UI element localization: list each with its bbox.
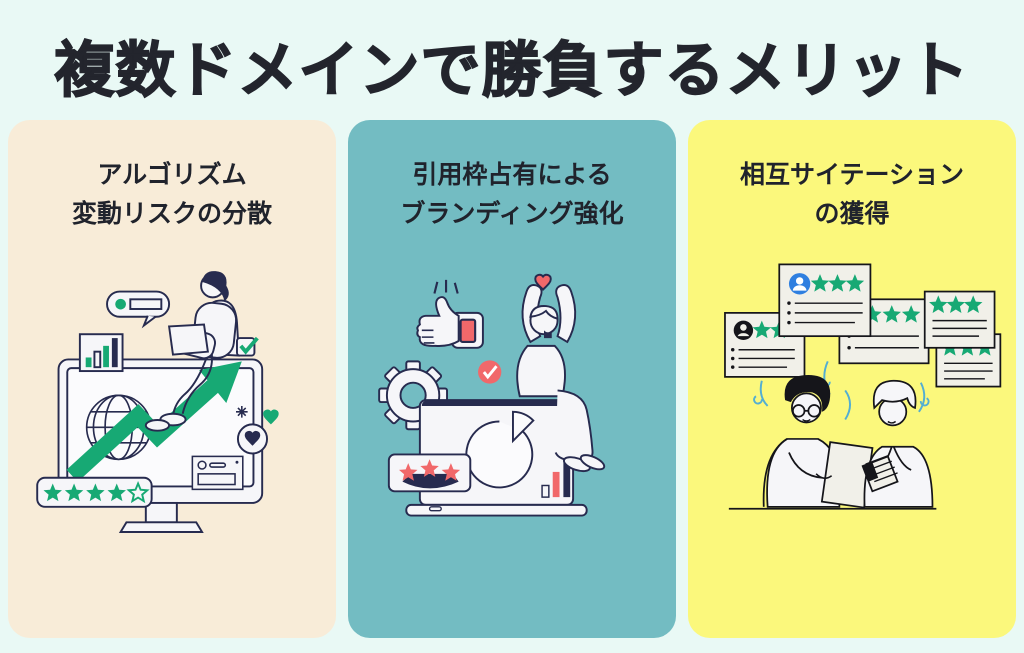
card-branding: 引用枠占有による ブランディング強化 <box>348 120 676 638</box>
person-illustration <box>516 273 606 472</box>
citation-illustration <box>724 263 1002 510</box>
reader-left <box>762 374 874 509</box>
speech-bubble-icon <box>106 290 171 328</box>
person-illustration <box>144 270 240 432</box>
glasses-icon <box>791 403 821 418</box>
small-heart-icon <box>263 409 279 424</box>
avatar-icon <box>788 272 811 294</box>
card-title: 相互サイテーション の獲得 <box>739 161 964 228</box>
pie-chart-icon <box>465 410 535 488</box>
screen-card-icon <box>191 455 244 490</box>
bar-chart-icon <box>78 332 124 372</box>
card-title: アルゴリズム 変動リスクの分散 <box>71 161 272 228</box>
reader-right <box>861 379 934 508</box>
card-title: 引用枠占有による ブランディング強化 <box>400 161 624 228</box>
branding-illustration <box>378 273 606 517</box>
book-icon <box>861 454 899 492</box>
card-algorithm-risk: アルゴリズム 変動リスクの分散 <box>8 120 336 638</box>
review-card <box>778 263 872 337</box>
checkbox-check-icon <box>236 336 259 357</box>
heart-badge-icon <box>236 409 279 454</box>
page-title: 複数ドメインで勝負するメリット <box>54 36 970 105</box>
benefit-cards: アルゴリズム 変動リスクの分散 <box>0 120 1024 638</box>
check-badge-icon <box>478 359 502 384</box>
mini-bar-chart-icon <box>541 459 571 498</box>
sparkle-icon <box>236 405 248 418</box>
avatar-icon <box>733 320 754 340</box>
star-rating <box>36 476 153 508</box>
card-mutual-citation: 相互サイテーション の獲得 <box>688 120 1016 638</box>
review-card <box>724 311 806 378</box>
stars-badge <box>387 452 472 492</box>
thumbs-up-icon <box>416 279 484 349</box>
review-card <box>923 290 996 349</box>
algorithm-risk-illustration <box>36 270 279 533</box>
